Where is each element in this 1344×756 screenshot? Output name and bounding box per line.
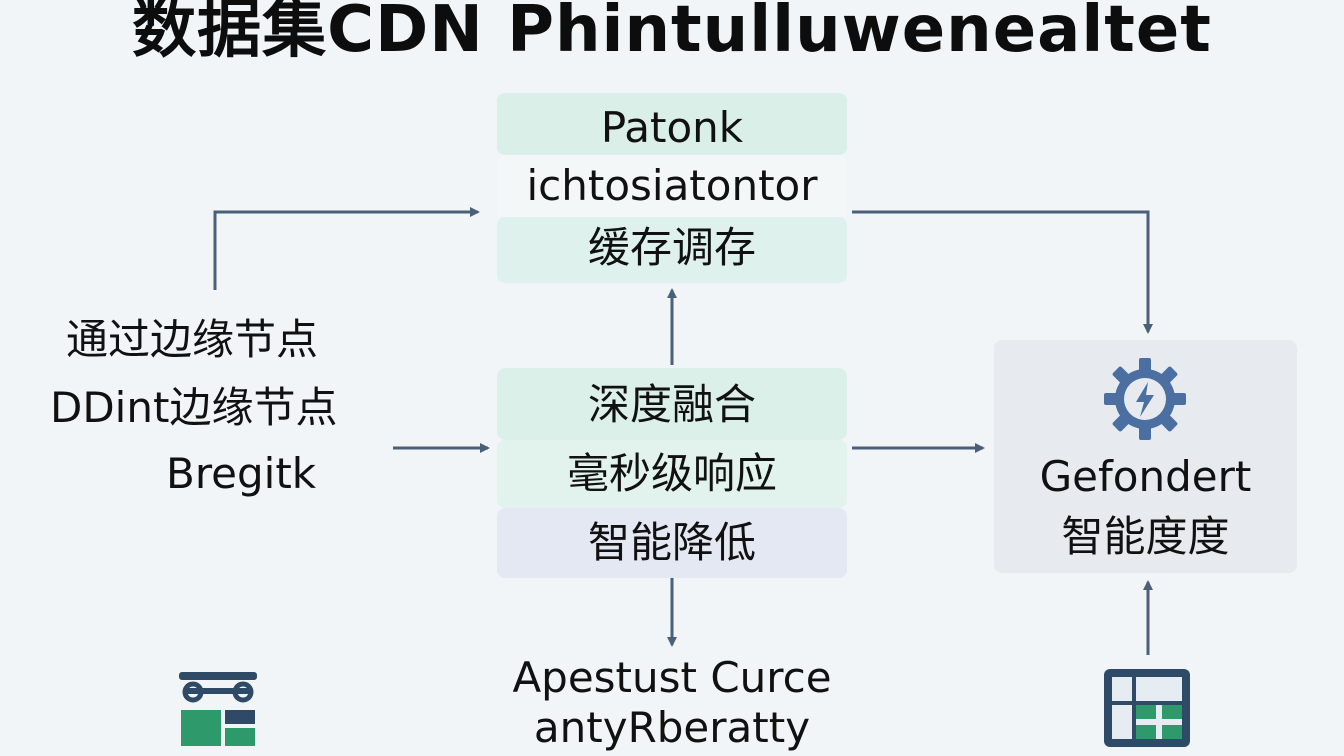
diagram-title: 数据集CDN Phintulluwenealtet — [132, 0, 1212, 67]
cache-box-line-2: ichtosiatontor — [526, 161, 818, 210]
fusion-box-line-2: 毫秒级响应 — [566, 449, 777, 498]
cache-box: Patonk ichtosiatontor 缓存调存 — [497, 93, 847, 283]
scheduling-box-line-1: Gefondert — [1039, 452, 1252, 501]
scheduling-box-line-2: 智能度度 — [1061, 512, 1230, 561]
cache-box-line-1: Patonk — [600, 103, 744, 152]
scheduling-box: Gefondert 智能度度 — [994, 340, 1297, 573]
arrow-left-to-top-box — [213, 207, 480, 290]
left-label-3: Bregitk — [166, 449, 317, 498]
fusion-box-line-3: 智能降低 — [587, 518, 756, 567]
bottom-center-label-1: Apestust Curce — [512, 653, 832, 702]
left-label-1: 通过边缘节点 — [66, 315, 319, 364]
network-tree-icon — [179, 672, 257, 746]
left-label-2: DDint边缘节点 — [50, 383, 338, 432]
gear-lightning-icon — [1104, 358, 1186, 440]
cache-box-line-3: 缓存调存 — [587, 223, 756, 272]
fusion-box: 深度融合 毫秒级响应 智能降低 — [497, 368, 847, 578]
arrow-top-to-right-box — [852, 210, 1153, 334]
bottom-center-label-2: antyRberatty — [533, 703, 811, 752]
grid-table-icon — [1104, 669, 1190, 747]
fusion-box-line-1: 深度融合 — [587, 380, 756, 429]
